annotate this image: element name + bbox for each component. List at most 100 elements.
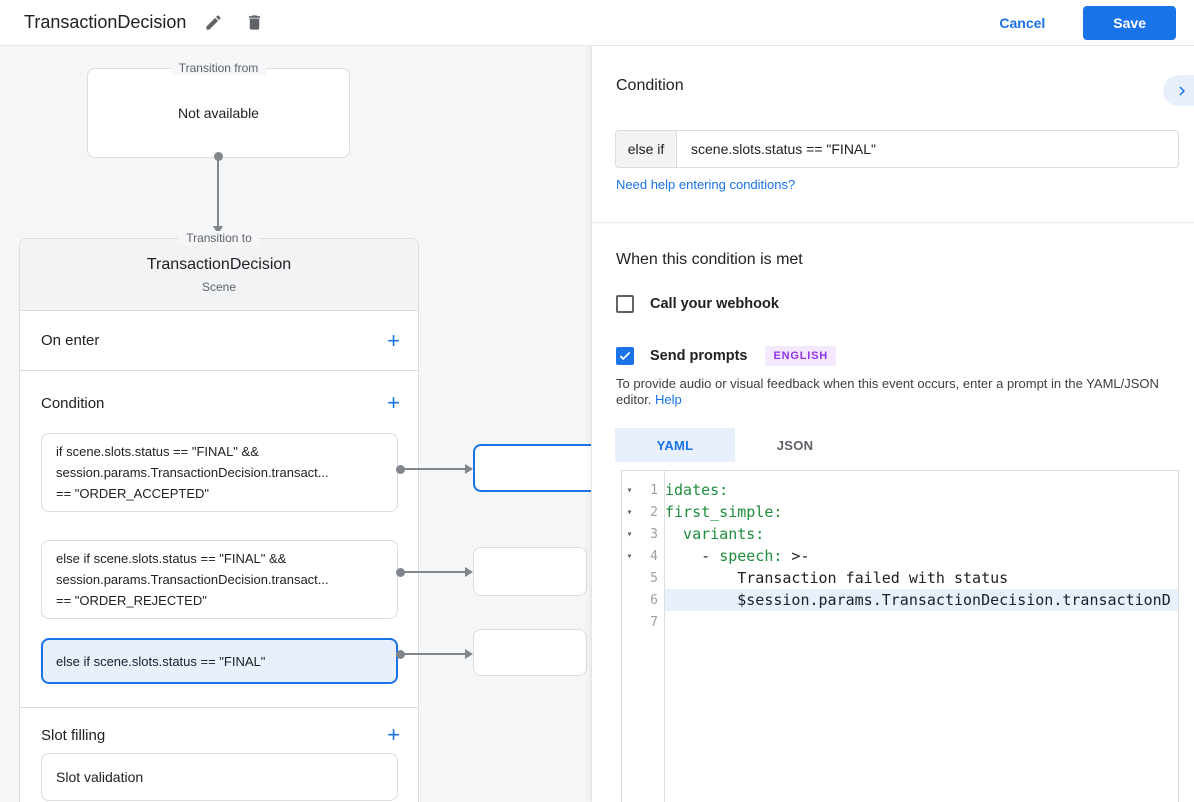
on-enter-label: On enter — [41, 332, 100, 349]
connector-dot — [396, 464, 405, 474]
delete-scene-button[interactable] — [241, 9, 268, 36]
code-line-7[interactable] — [665, 611, 1178, 633]
condition-text-line: session.params.TransactionDecision.trans… — [56, 572, 329, 587]
transition-from-value: Not available — [178, 105, 259, 121]
fold-arrow-icon[interactable]: ▾ — [626, 484, 633, 496]
send-prompts-label: Send prompts — [650, 348, 748, 364]
slot-filling-label: Slot filling — [41, 726, 106, 744]
arrowhead-icon — [465, 567, 473, 577]
add-condition-button[interactable]: + — [383, 392, 404, 414]
line-number: 4 — [650, 548, 658, 564]
gutter-line: ▾3 — [622, 523, 664, 545]
connector-dot — [396, 649, 405, 659]
condition-connector-3 — [396, 649, 473, 659]
check-icon — [619, 351, 631, 361]
transition-target-box-1[interactable] — [473, 444, 591, 492]
condition-text-line: else if scene.slots.status == "FINAL" — [56, 653, 266, 669]
cancel-button[interactable]: Cancel — [983, 7, 1061, 39]
scene-card-header: TransactionDecision Scene — [20, 239, 418, 311]
chevron-right-icon — [1178, 86, 1185, 95]
edit-title-button[interactable] — [200, 9, 227, 36]
code-line-4[interactable]: - speech: >- — [665, 545, 1178, 567]
transition-target-box-3[interactable] — [473, 629, 587, 676]
condition-expression-input[interactable]: scene.slots.status == "FINAL" — [691, 141, 877, 157]
pencil-icon — [206, 15, 222, 30]
code-line-6[interactable]: $session.params.TransactionDecision.tran… — [665, 589, 1178, 611]
language-badge: ENGLISH — [765, 346, 836, 366]
conditions-help-link[interactable]: Need help entering conditions? — [616, 177, 796, 192]
line-number: 2 — [650, 504, 658, 520]
send-prompts-checkbox[interactable] — [616, 347, 634, 365]
code-segment: variants: — [665, 525, 765, 543]
gutter-line: ▾4 — [622, 545, 664, 567]
editor-code[interactable]: idates: first_simple: variants: - speech:… — [665, 471, 1178, 802]
transition-target-box-2[interactable] — [473, 547, 587, 596]
when-condition-heading: When this condition is met — [616, 251, 803, 268]
webhook-checkbox[interactable] — [616, 295, 634, 313]
slot-card-list: Slot validation — [20, 753, 418, 801]
tab-json[interactable]: JSON — [735, 428, 855, 462]
panel-title: Condition — [616, 77, 684, 94]
gutter-line: ▾2 — [622, 501, 664, 523]
condition-card-3[interactable]: else if scene.slots.status == "FINAL" — [41, 638, 398, 684]
line-number: 7 — [650, 614, 658, 630]
fold-arrow-icon[interactable]: ▾ — [626, 506, 633, 518]
scene-card: Transition to TransactionDecision Scene … — [19, 231, 419, 802]
trash-icon — [249, 15, 261, 30]
gutter-line: 7 — [622, 611, 664, 633]
save-button[interactable]: Save — [1083, 5, 1176, 40]
scene-diagram-canvas: Transition from Not available Transition… — [0, 46, 591, 802]
webhook-label: Call your webhook — [650, 296, 779, 312]
send-prompts-row[interactable]: Send prompts ENGLISH — [616, 346, 836, 366]
condition-expression-field: else if scene.slots.status == "FINAL" — [615, 130, 1179, 168]
add-slot-button[interactable]: + — [383, 724, 404, 746]
add-on-enter-button[interactable]: + — [383, 329, 404, 351]
gutter-line: 6 — [622, 589, 664, 611]
transition-from-box: Transition from Not available — [87, 61, 350, 158]
gutter-line: 5 — [622, 567, 664, 589]
code-segment: idates: — [665, 481, 729, 499]
tab-yaml[interactable]: YAML — [615, 428, 735, 462]
code-line-2[interactable]: first_simple: — [665, 501, 1178, 523]
prompt-help-link[interactable]: Help — [655, 392, 682, 407]
slot-filling-section-header: Slot filling + — [20, 708, 418, 747]
scene-type-label: Scene — [201, 280, 237, 294]
prompt-hint-body: To provide audio or visual feedback when… — [616, 376, 1159, 407]
line-number: 3 — [650, 526, 658, 542]
panel-divider — [592, 222, 1194, 223]
transition-from-legend: Transition from — [170, 61, 267, 75]
line-number: 1 — [650, 482, 658, 498]
code-line-5[interactable]: Transaction failed with status — [665, 567, 1178, 589]
transition-connector-arrow — [213, 152, 223, 234]
on-enter-row[interactable]: On enter + — [20, 311, 418, 371]
code-line-1[interactable]: idates: — [665, 479, 1178, 501]
collapse-panel-button[interactable] — [1163, 75, 1194, 106]
fold-arrow-icon[interactable]: ▾ — [626, 550, 633, 562]
code-segment: >- — [782, 547, 810, 565]
connector-dot — [213, 152, 223, 161]
condition-text-line: if scene.slots.status == "FINAL" && — [56, 444, 259, 459]
code-segment: first_simple: — [665, 503, 783, 521]
transition-to-legend: Transition to — [178, 231, 260, 245]
code-segment: speech: — [719, 547, 783, 565]
code-line-3[interactable]: variants: — [665, 523, 1178, 545]
condition-text-line: else if scene.slots.status == "FINAL" && — [56, 551, 287, 566]
condition-card-2[interactable]: else if scene.slots.status == "FINAL" &&… — [41, 540, 398, 619]
call-webhook-row[interactable]: Call your webhook — [616, 295, 779, 313]
condition-prefix-label: else if — [616, 131, 677, 167]
condition-card-1[interactable]: if scene.slots.status == "FINAL" &&sessi… — [41, 433, 398, 512]
condition-card-list: if scene.slots.status == "FINAL" && sessi… — [20, 433, 418, 684]
arrowhead-icon — [213, 226, 223, 234]
fold-arrow-icon[interactable]: ▾ — [626, 528, 633, 540]
prompt-hint-text: To provide audio or visual feedback when… — [616, 376, 1184, 408]
page-title: TransactionDecision — [24, 12, 187, 32]
section-divider — [20, 707, 418, 708]
top-bar: TransactionDecision Cancel Save — [0, 0, 1194, 46]
gutter-line: ▾1 — [622, 479, 664, 501]
condition-text-line: == "ORDER_REJECTED" — [56, 593, 207, 608]
code-segment: - — [665, 547, 720, 565]
slot-validation-card[interactable]: Slot validation — [41, 753, 398, 801]
line-number: 6 — [650, 592, 658, 608]
